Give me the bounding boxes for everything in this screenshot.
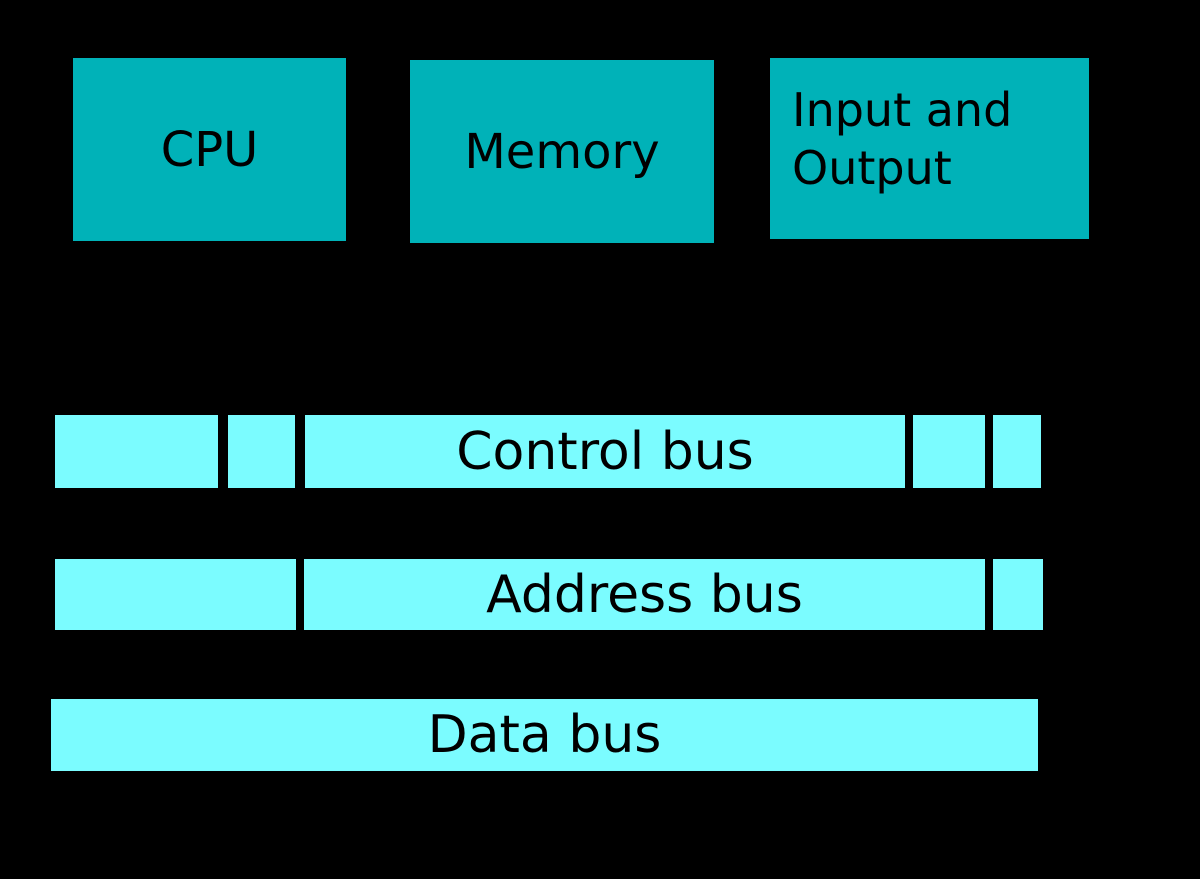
bus-segment (993, 559, 1043, 630)
bus-segment (228, 415, 295, 488)
bus-segment (305, 415, 905, 488)
bus-control-bus: Control bus (0, 415, 1200, 488)
component-label: Input and Output (792, 83, 1013, 195)
bus-segment (55, 415, 218, 488)
bus-data-bus: Data bus (0, 699, 1200, 771)
component-label: CPU (160, 121, 259, 178)
bus-segment (51, 699, 1038, 771)
bus-segment (55, 559, 296, 630)
component-input-output: Input and Output (770, 58, 1089, 239)
bus-segment (304, 559, 985, 630)
component-cpu: CPU (73, 58, 346, 241)
component-memory: Memory (410, 60, 714, 243)
bus-segment (913, 415, 985, 488)
bus-segment (993, 415, 1041, 488)
component-label: Memory (464, 123, 660, 180)
bus-address-bus: Address bus (0, 559, 1200, 630)
